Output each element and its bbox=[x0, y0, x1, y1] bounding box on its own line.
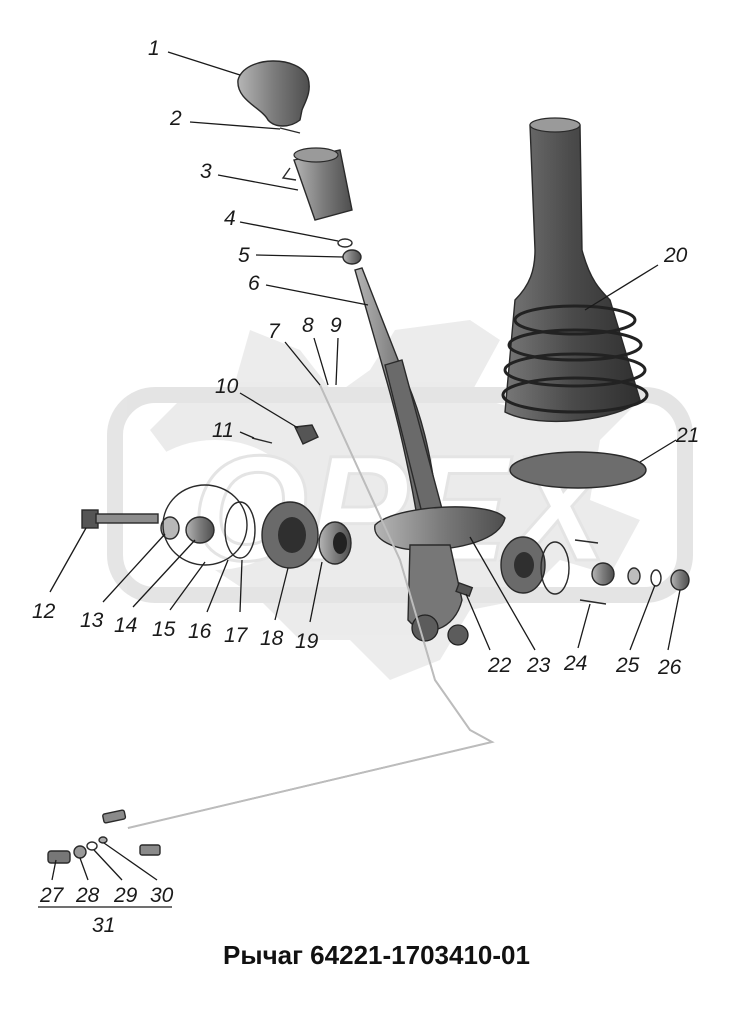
callout-22: 22 bbox=[487, 654, 512, 677]
callout-1: 1 bbox=[148, 37, 160, 60]
bracket-part bbox=[293, 424, 319, 445]
sleeve-part bbox=[281, 147, 353, 221]
circlip-part bbox=[337, 238, 353, 248]
callout-labels: 1 2 3 4 5 6 7 8 9 10 11 12 13 14 15 16 1… bbox=[32, 37, 699, 937]
callout-10: 10 bbox=[215, 375, 239, 398]
callout-4: 4 bbox=[224, 207, 236, 230]
callout-5: 5 bbox=[238, 244, 250, 267]
callout-23: 23 bbox=[526, 654, 551, 677]
callout-19: 19 bbox=[295, 630, 319, 653]
callout-31: 31 bbox=[92, 914, 115, 937]
callout-11: 11 bbox=[212, 419, 234, 442]
ring-part-17 bbox=[224, 501, 256, 559]
bolt-part-24a bbox=[574, 539, 599, 544]
callout-18: 18 bbox=[260, 627, 284, 650]
callout-8: 8 bbox=[302, 314, 314, 337]
callout-25: 25 bbox=[615, 654, 640, 677]
callout-6: 6 bbox=[248, 272, 260, 295]
rubber-boot-part bbox=[501, 117, 649, 423]
flange-part-15 bbox=[162, 484, 248, 566]
callout-15: 15 bbox=[152, 618, 176, 641]
end-fittings-parts bbox=[47, 809, 161, 864]
nut-part-26 bbox=[670, 569, 690, 591]
callout-29: 29 bbox=[113, 884, 138, 907]
lever-part bbox=[354, 267, 446, 536]
bushing-part-19 bbox=[318, 521, 352, 565]
washer-part-25 bbox=[627, 567, 641, 585]
callout-30: 30 bbox=[150, 884, 174, 907]
callout-2: 2 bbox=[169, 107, 182, 130]
callout-14: 14 bbox=[114, 614, 137, 637]
bearing-housing-part-18 bbox=[261, 501, 319, 569]
support-part bbox=[374, 506, 506, 646]
leader-lines bbox=[38, 51, 681, 908]
knob-part bbox=[237, 60, 310, 127]
callout-20: 20 bbox=[663, 244, 688, 267]
key-part-22 bbox=[455, 582, 474, 598]
callout-21: 21 bbox=[675, 424, 699, 447]
bushing-part-14 bbox=[185, 516, 215, 544]
washer-part-25b bbox=[650, 569, 662, 587]
washer-part-13 bbox=[160, 516, 180, 540]
callout-28: 28 bbox=[75, 884, 100, 907]
callout-3: 3 bbox=[200, 160, 212, 183]
long-bolt-part bbox=[81, 509, 159, 529]
callout-16: 16 bbox=[188, 620, 212, 643]
rod-highlight bbox=[127, 384, 495, 829]
diagram-title: Рычаг 64221-1703410-01 bbox=[223, 940, 530, 970]
callout-12: 12 bbox=[32, 600, 56, 623]
callout-26: 26 bbox=[657, 656, 682, 679]
bearing-housing-part-right bbox=[500, 536, 570, 595]
nut-part bbox=[342, 249, 362, 265]
callout-17: 17 bbox=[224, 624, 249, 647]
callout-9: 9 bbox=[330, 314, 342, 337]
bolt-part-24b bbox=[579, 599, 607, 605]
small-bolt-part bbox=[251, 437, 273, 444]
callout-7: 7 bbox=[268, 320, 281, 343]
pin-part bbox=[279, 127, 301, 134]
callout-13: 13 bbox=[80, 609, 104, 632]
plate-part bbox=[509, 451, 647, 489]
callout-24: 24 bbox=[563, 652, 587, 675]
bushing-part-right bbox=[591, 562, 615, 586]
callout-27: 27 bbox=[39, 884, 65, 907]
